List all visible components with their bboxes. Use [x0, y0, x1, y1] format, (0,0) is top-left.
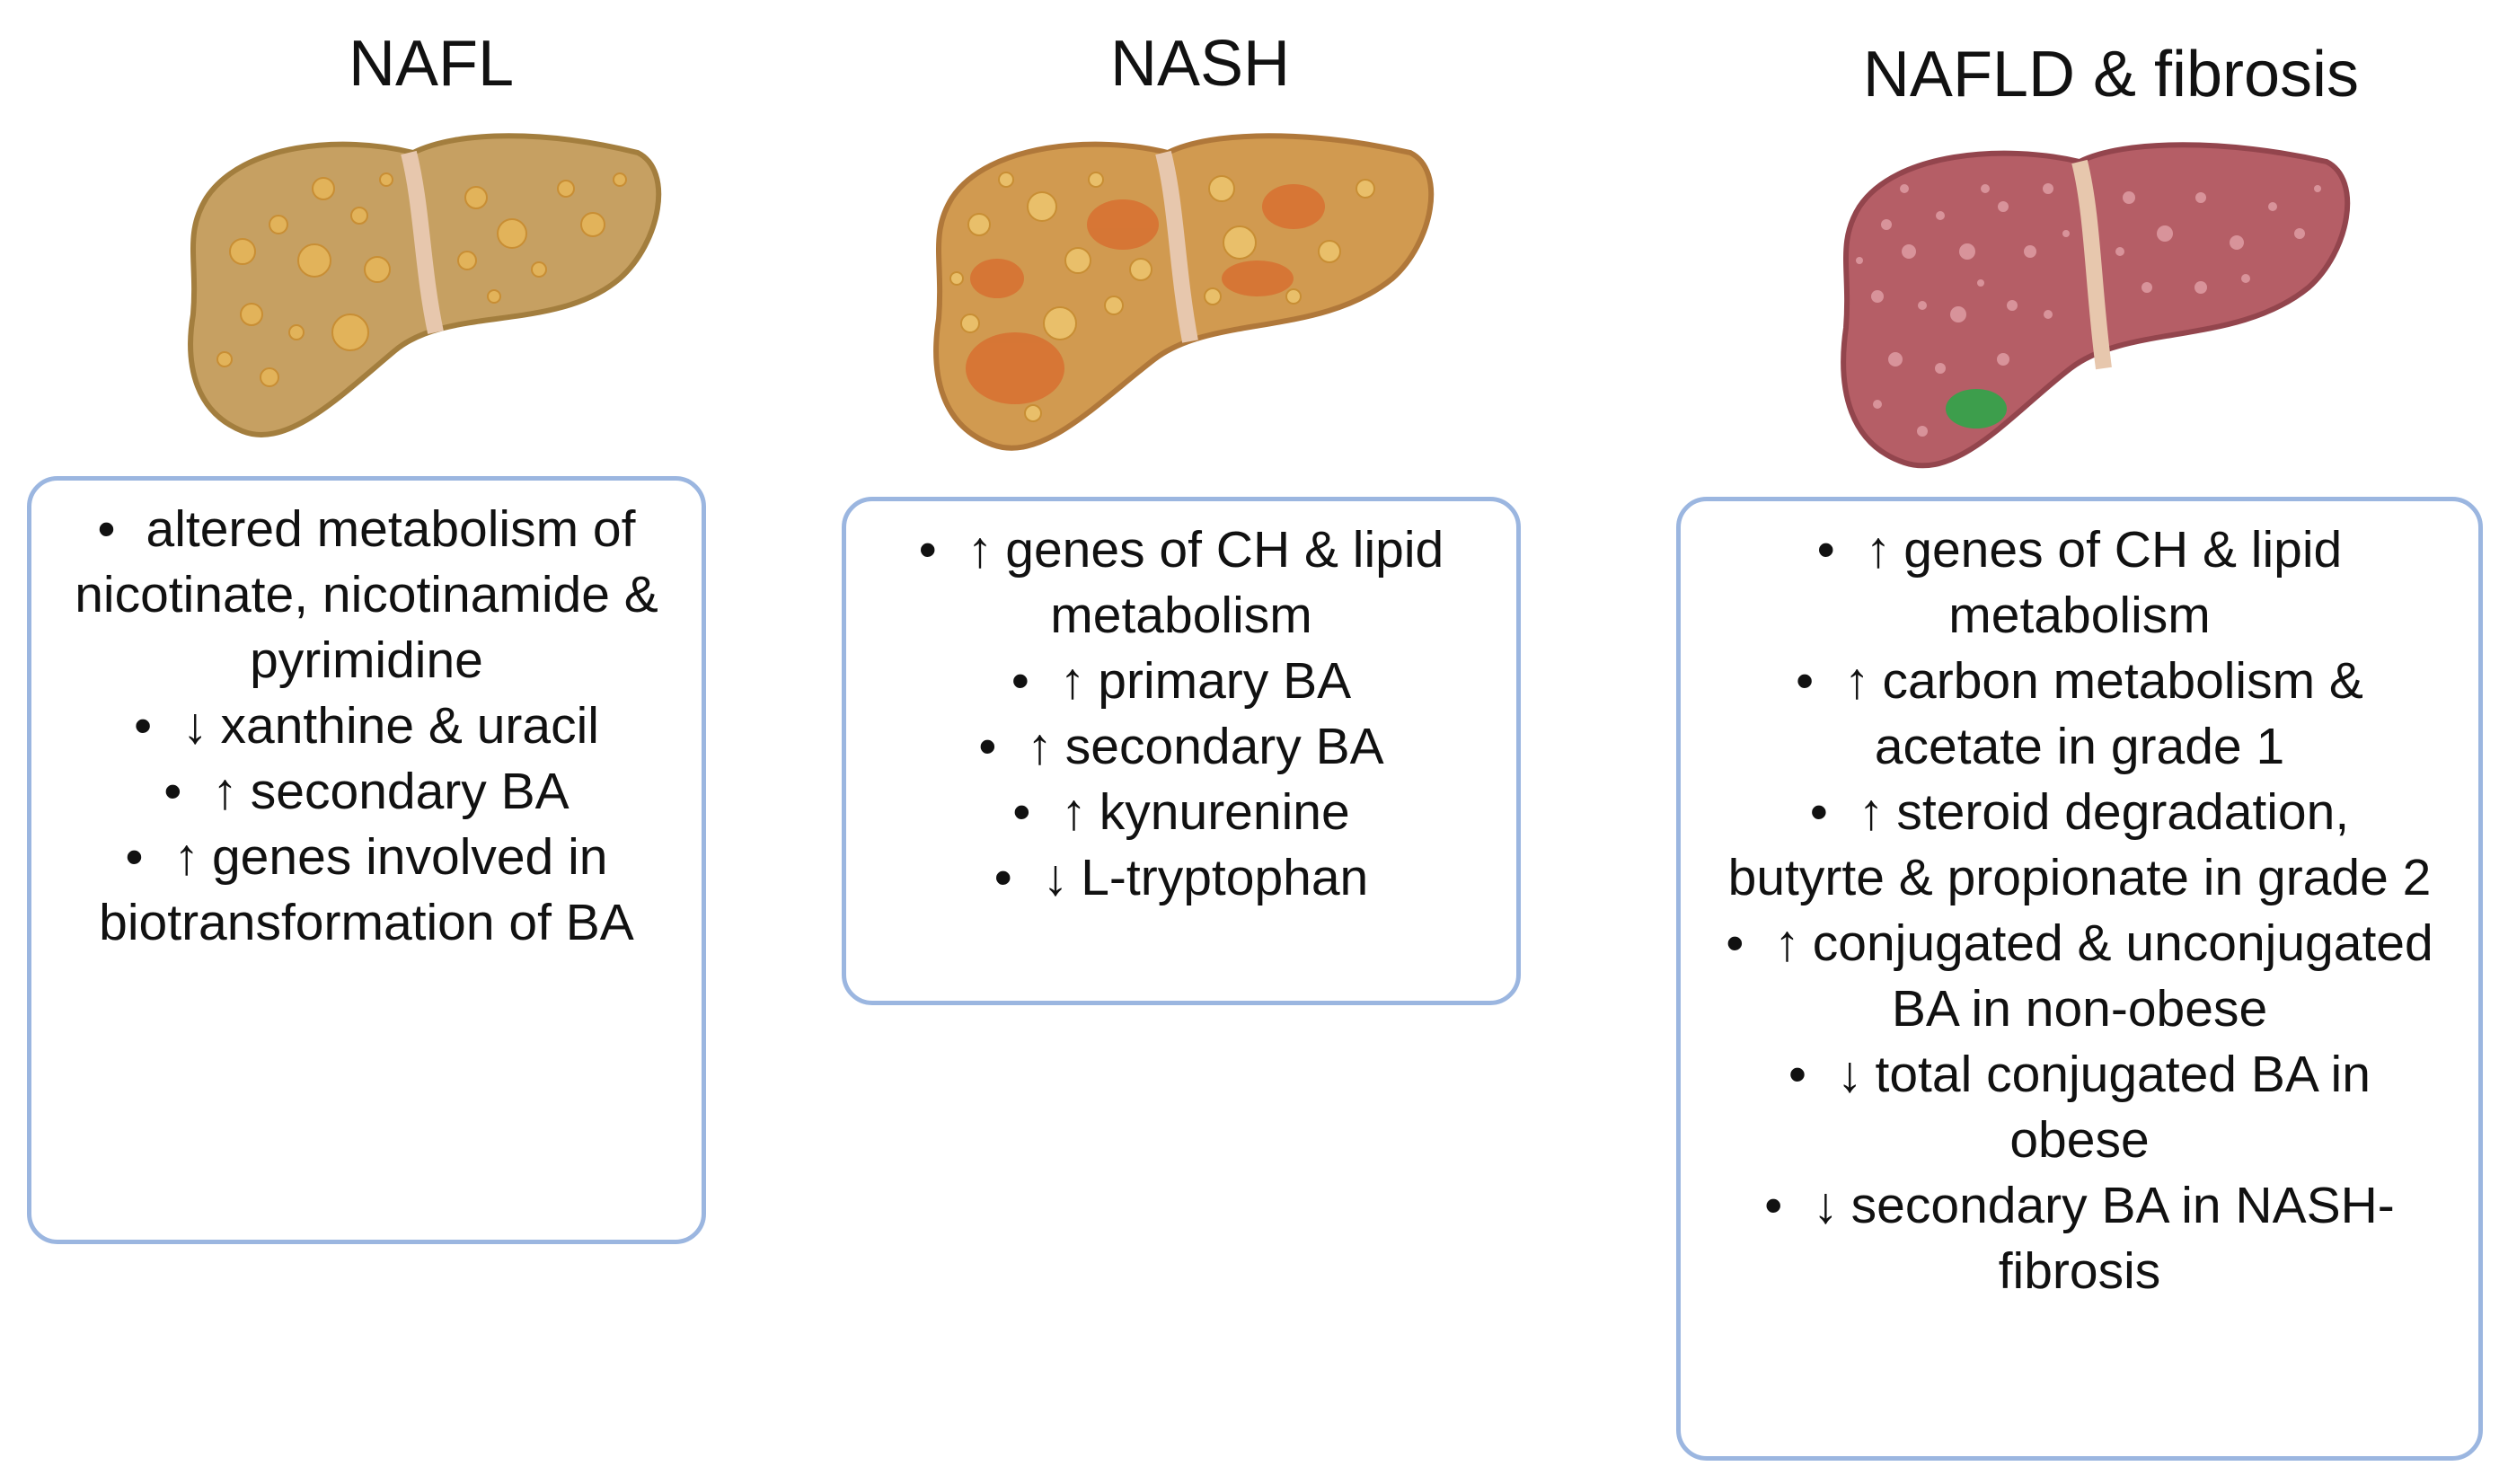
liver-nash-image	[933, 133, 1435, 451]
liver-fibrosis-image	[1841, 142, 2351, 469]
list-item: •↓secondary BA in NASH-fibrosis	[1764, 1177, 2395, 1300]
down-arrow-icon: ↓	[1813, 1177, 1839, 1234]
down-arrow-icon: ↓	[1837, 1046, 1863, 1103]
up-arrow-icon: ↑	[967, 521, 993, 579]
nafl-findings-list: •altered metabolism of nicotinate, nicot…	[31, 497, 702, 956]
fat-droplets	[949, 172, 1375, 422]
list-item: •↑primary BA	[1011, 652, 1352, 710]
up-arrow-icon: ↑	[1858, 783, 1885, 841]
up-arrow-icon: ↑	[173, 828, 199, 886]
list-item: •↑conjugated & unconjugated BA in non-ob…	[1726, 914, 2433, 1038]
nafld-fibrosis-findings-list: •↑genes of CH & lipid metabolism •↑carbo…	[1681, 517, 2478, 1304]
list-item: •↑genes involved in biotransformation of…	[99, 828, 634, 951]
list-item: •↑secondary BA	[978, 718, 1384, 775]
nash-findings-box: •↑genes of CH & lipid metabolism •↑prima…	[842, 497, 1521, 1005]
panel-title-nafld-fibrosis: NAFLD & fibrosis	[1862, 39, 2360, 110]
list-item: •↑genes of CH & lipid metabolism	[1816, 521, 2343, 644]
up-arrow-icon: ↑	[1774, 914, 1800, 972]
list-item: •↑kynurenine	[1012, 783, 1350, 841]
up-arrow-icon: ↑	[1844, 652, 1870, 710]
nash-findings-list: •↑genes of CH & lipid metabolism •↑prima…	[846, 517, 1516, 911]
list-item: •↓L-tryptophan	[993, 849, 1369, 906]
up-arrow-icon: ↑	[1027, 718, 1053, 775]
up-arrow-icon: ↑	[212, 763, 238, 820]
nafl-findings-box: •altered metabolism of nicotinate, nicot…	[27, 476, 706, 1244]
down-arrow-icon: ↓	[1042, 849, 1069, 906]
panel-title-nafl: NAFL	[348, 28, 515, 100]
list-item: •↑genes of CH & lipid metabolism	[918, 521, 1444, 644]
inflammation-patches	[966, 184, 1325, 404]
down-arrow-icon: ↓	[182, 697, 208, 755]
fibrotic-spots	[1856, 183, 2321, 437]
fat-droplets	[216, 172, 627, 387]
nafld-fibrosis-findings-box: •↑genes of CH & lipid metabolism •↑carbo…	[1676, 497, 2483, 1461]
liver-nafl-image	[188, 133, 662, 437]
gallbladder-icon	[1946, 389, 2007, 428]
up-arrow-icon: ↑	[1059, 652, 1086, 710]
list-item: •↑steroid degradation, butyrte & propion…	[1727, 783, 2432, 906]
up-arrow-icon: ↑	[1865, 521, 1892, 579]
up-arrow-icon: ↑	[1061, 783, 1087, 841]
list-item: •altered metabolism of nicotinate, nicot…	[75, 500, 658, 689]
panel-title-nash: NASH	[1109, 28, 1291, 100]
list-item: •↑secondary BA	[163, 763, 570, 820]
list-item: •↓xanthine & uracil	[134, 697, 599, 755]
list-item: •↓total conjugated BA in obese	[1788, 1046, 2371, 1169]
list-item: •↑carbon metabolism & acetate in grade 1	[1796, 652, 2363, 775]
